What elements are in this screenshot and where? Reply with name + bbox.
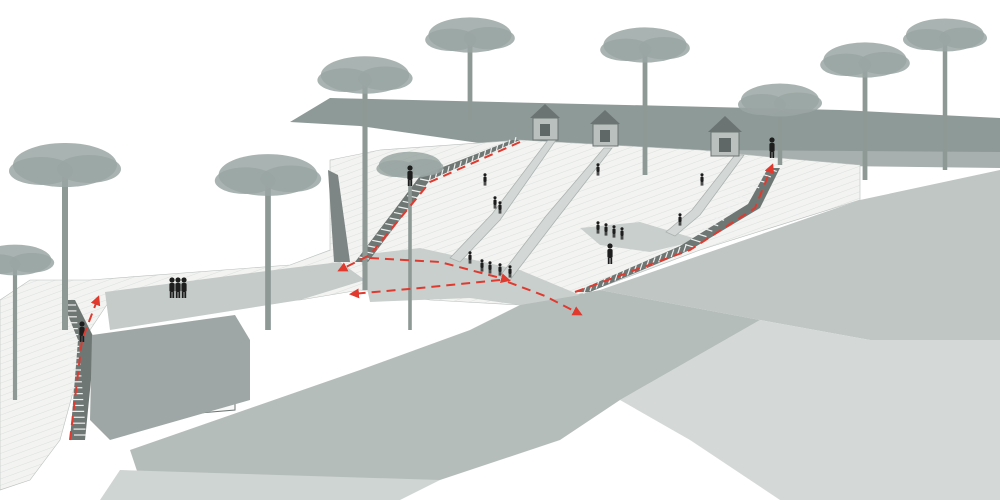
person-silhouette [596,221,600,234]
person-silhouette [493,196,497,209]
tree [425,17,515,120]
tree-group [0,17,987,400]
person-silhouette [181,277,187,298]
person-silhouette [169,277,175,298]
person-silhouette [620,227,624,240]
central-plaza [360,248,580,305]
person-silhouette [175,277,181,298]
slide-right [665,154,745,237]
person-silhouette [488,261,492,274]
right-ground-shade [620,320,1000,500]
circulation-routes [69,141,775,441]
route-upper-stair [337,141,521,272]
tree [214,154,322,330]
pavilion-base [90,315,250,440]
person-silhouette [407,165,413,186]
tree [376,151,444,330]
person-silhouette [468,251,472,264]
route-left-stair [69,295,101,441]
people-group [79,137,775,342]
promenade-lower-strip [100,470,440,500]
person-silhouette [498,201,502,214]
tree [903,18,987,170]
route-plaza-center [369,257,511,284]
person-silhouette [769,137,775,158]
route-plaza-left [349,279,501,299]
person-silhouette [612,225,616,238]
person-silhouette [604,223,608,236]
person-silhouette [700,173,704,186]
tree [9,143,121,330]
tree [317,56,413,290]
tree [738,83,822,165]
stair-steps [64,136,777,436]
person-silhouette [480,259,484,272]
retaining-wall [328,170,350,262]
person-silhouette [607,243,613,264]
tree [820,42,910,180]
main-promenade [130,290,760,480]
tree [0,244,55,400]
person-silhouette [678,213,682,226]
route-down-to-promenade [507,281,583,316]
play-tower-right [708,116,742,157]
left-terrace [105,262,365,330]
play-tower-left [530,104,560,141]
person-silhouette [483,173,487,186]
tree [600,27,690,175]
route-right-stair [574,163,775,293]
right-ground-plane [600,170,1000,340]
play-tower-middle [590,110,620,147]
stair-upper-left [355,140,520,262]
person-silhouette [596,163,600,176]
person-silhouette [79,321,85,342]
